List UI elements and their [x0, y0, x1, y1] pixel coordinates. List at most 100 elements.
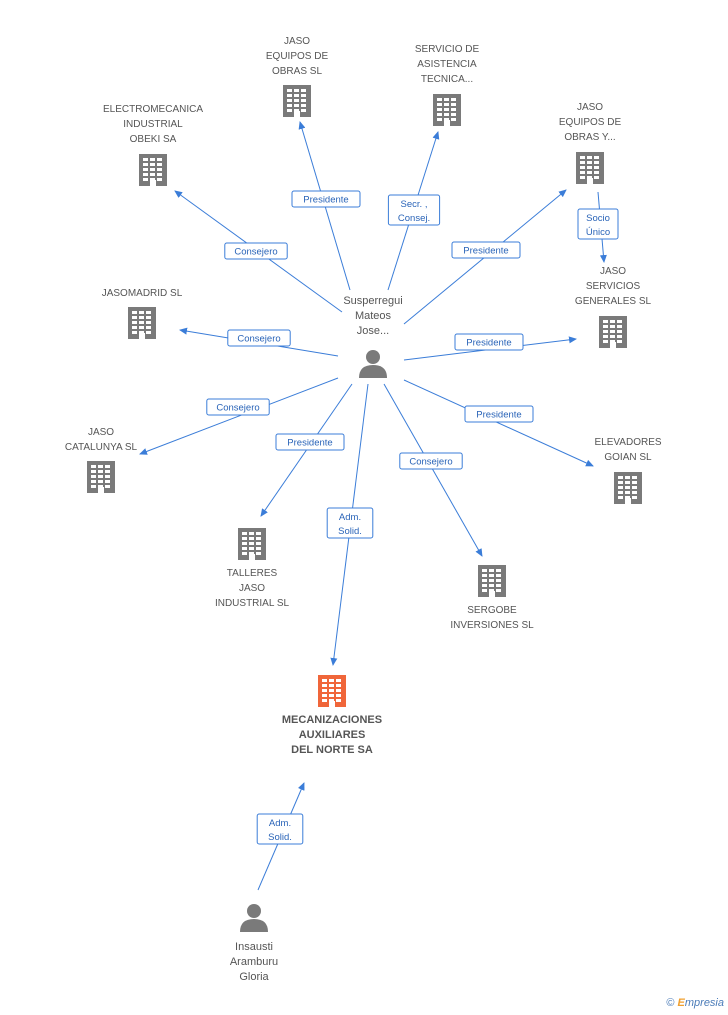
building-icon — [599, 316, 627, 348]
node-label: TECNICA... — [421, 74, 473, 85]
node-label: OBRAS SL — [272, 66, 322, 77]
company-node-servicio[interactable]: SERVICIO DEASISTENCIATECNICA... — [415, 44, 480, 126]
node-label: INDUSTRIAL SL — [215, 598, 290, 609]
relation-label-box — [227, 329, 291, 347]
nodes-layer: ELECTROMECANICA INDUSTRIAL OBEKI SA JASO EQU… — [65, 36, 662, 983]
relation-label[interactable]: Presidente — [451, 241, 521, 259]
node-label: SERGOBE — [467, 605, 517, 616]
edge-susperregui-to-servicio: Secr. , Consej. — [387, 131, 441, 291]
relation-label-box — [454, 333, 524, 351]
edge-line — [383, 383, 483, 557]
edge-insausti-to-mecanizaciones: Adm. Solid. — [256, 782, 305, 891]
edge-susperregui-to-sergobe: Consejero — [383, 383, 483, 557]
relation-label-text: Socio — [586, 213, 610, 224]
building-icon — [139, 154, 167, 186]
relation-label-text: Único — [586, 227, 610, 238]
node-label: EQUIPOS DE — [266, 51, 329, 62]
node-label: GOIAN SL — [604, 452, 652, 463]
company-node-jaso_equipos[interactable]: JASO EQUIPOS DE OBRAS SL — [266, 36, 329, 117]
company-node-sergobe[interactable]: SERGOBE INVERSIONES SL — [450, 565, 534, 631]
building-icon — [318, 675, 346, 707]
node-label: Susperregui — [343, 295, 402, 307]
brand-name: mpresia — [684, 997, 724, 1009]
relation-label-text: Secr. , — [401, 199, 428, 210]
edge-line — [403, 379, 594, 467]
relation-label[interactable]: Presidente — [454, 333, 524, 351]
edge-susperregui-to-jaso_catalunya: Consejero — [139, 377, 339, 455]
relation-label-text: Solid. — [338, 526, 362, 537]
building-icon — [128, 307, 156, 339]
node-label: EQUIPOS DE — [559, 117, 622, 128]
node-label: Mateos — [355, 310, 392, 322]
node-label: Insausti — [235, 941, 273, 953]
node-label: OBEKI SA — [130, 134, 177, 145]
building-icon — [478, 565, 506, 597]
relation-label[interactable]: Consejero — [227, 329, 291, 347]
node-label: ELEVADORES — [594, 437, 661, 448]
building-icon — [614, 472, 642, 504]
brand-logo: © Empresia — [666, 997, 724, 1009]
building-icon — [238, 528, 266, 560]
relation-label[interactable]: Presidente — [291, 190, 361, 208]
node-label: JASO — [284, 36, 310, 47]
node-label: OBRAS Y... — [564, 132, 615, 143]
building-icon — [576, 152, 604, 184]
relation-label-text: Consejero — [237, 334, 280, 345]
relation-label-text: Presidente — [466, 338, 511, 349]
node-label: INDUSTRIAL — [123, 119, 183, 130]
relation-label-box — [256, 813, 304, 845]
building-icon — [87, 461, 115, 493]
edge-susperregui-to-talleres: Presidente — [260, 383, 353, 517]
relation-label-text: Presidente — [303, 195, 348, 206]
relation-label[interactable]: Secr. , Consej. — [387, 194, 441, 226]
node-label: SERVICIO DE — [415, 44, 480, 55]
relation-label-text: Adm. — [339, 512, 361, 523]
node-label: Aramburu — [230, 956, 278, 968]
relation-label[interactable]: Presidente — [464, 405, 534, 423]
relation-label-box — [399, 452, 463, 470]
company-node-elevadores[interactable]: ELEVADORES GOIAN SL — [594, 437, 662, 504]
node-label: TALLERES — [227, 568, 278, 579]
relation-label[interactable]: Adm. Solid. — [326, 507, 374, 539]
node-label: GENERALES SL — [575, 296, 652, 307]
edge-susperregui-to-elevadores: Presidente — [403, 379, 594, 467]
node-label: ELECTROMECANICA — [103, 104, 203, 115]
node-label: AUXILIARES — [299, 729, 366, 741]
relation-label-text: Solid. — [268, 832, 292, 843]
relation-label[interactable]: Consejero — [206, 398, 270, 416]
edge-susperregui-to-jaso_equipos_y: Presidente — [403, 189, 567, 325]
relation-label-text: Consejero — [216, 403, 259, 414]
relation-label[interactable]: Adm. Solid. — [256, 813, 304, 845]
node-label: JASOMADRID SL — [102, 288, 183, 299]
brand-initial: E — [677, 997, 685, 1009]
relation-label[interactable]: Consejero — [399, 452, 463, 470]
relation-label[interactable]: Consejero — [224, 242, 288, 260]
edge-susperregui-to-jaso_equipos: Presidente — [291, 121, 361, 291]
company-node-talleres[interactable]: TALLERES JASO INDUSTRIAL SL — [215, 528, 290, 609]
relation-label-text: Presidente — [476, 410, 521, 421]
node-label: JASO — [239, 583, 265, 594]
person-icon — [240, 904, 268, 932]
relation-label-box — [275, 433, 345, 451]
building-icon — [283, 85, 311, 117]
relation-label[interactable]: Presidente — [275, 433, 345, 451]
company-node-jasomadrid[interactable]: JASOMADRID SL — [102, 288, 183, 339]
relation-label-text: Adm. — [269, 818, 291, 829]
person-node-susperregui[interactable]: SusperreguiMateosJose... — [343, 295, 403, 378]
node-label: SERVICIOS — [586, 281, 641, 292]
node-label: INVERSIONES SL — [450, 620, 534, 631]
relation-label-text: Consej. — [398, 213, 430, 224]
relation-label-box — [224, 242, 288, 260]
company-node-electromecanica[interactable]: ELECTROMECANICA INDUSTRIAL OBEKI SA — [103, 104, 203, 186]
relation-label-text: Consejero — [409, 457, 452, 468]
edge-susperregui-to-electromecanica: Consejero — [174, 190, 343, 313]
relation-label-text: Presidente — [463, 246, 508, 257]
